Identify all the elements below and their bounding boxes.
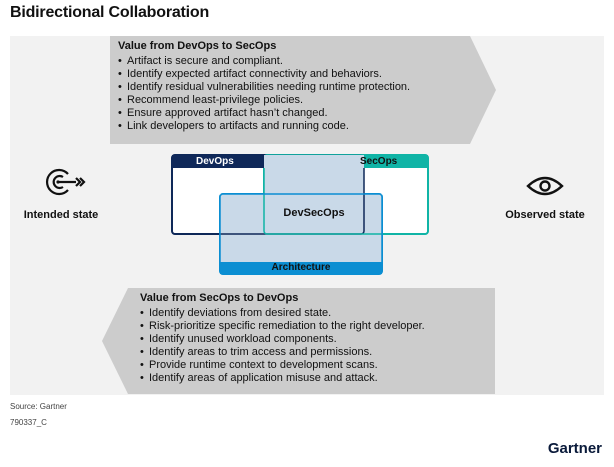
devsecops-overlap [220,155,382,262]
observed-state-label: Observed state [505,209,585,221]
page-title: Bidirectional Collaboration [10,4,210,21]
list-item: Identify deviations from desired state. [140,307,490,320]
list-item: Artifact is secure and compliant. [118,55,468,68]
list-item: Identify unused workload components. [140,333,490,346]
top-arrow-list: Artifact is secure and compliant. Identi… [118,55,468,133]
devops-label: DevOps [196,156,234,167]
list-item: Identify areas of application misuse and… [140,372,490,385]
list-item: Risk-prioritize specific remediation to … [140,320,490,333]
list-item: Link developers to artifacts and running… [118,120,468,133]
list-item: Provide runtime context to development s… [140,359,490,372]
intended-state-label: Intended state [23,209,99,221]
list-item: Recommend least-privilege policies. [118,94,468,107]
architecture-label: Architecture [271,262,331,273]
list-item: Identify residual vulnerabilities needin… [118,81,468,94]
target-icon [46,168,86,196]
eye-icon [526,176,564,196]
bottom-arrow-heading: Value from SecOps to DevOps [140,292,299,304]
gartner-logo: Gartner [547,440,602,457]
bottom-arrow-text: Value from SecOps to DevOps Identify dev… [140,292,490,385]
list-item: Identify areas to trim access and permis… [140,346,490,359]
top-arrow-heading: Value from DevOps to SecOps [118,40,277,52]
figure-id: 790337_C [10,418,47,427]
secops-label: SecOps [360,156,398,167]
list-item: Identify expected artifact connectivity … [118,68,468,81]
list-item: Ensure approved artifact hasn’t changed. [118,107,468,120]
devsecops-label: DevSecOps [283,207,345,219]
bottom-arrow-list: Identify deviations from desired state. … [140,307,490,385]
top-arrow-text: Value from DevOps to SecOps Artifact is … [118,40,468,133]
source-note: Source: Gartner [10,402,67,411]
